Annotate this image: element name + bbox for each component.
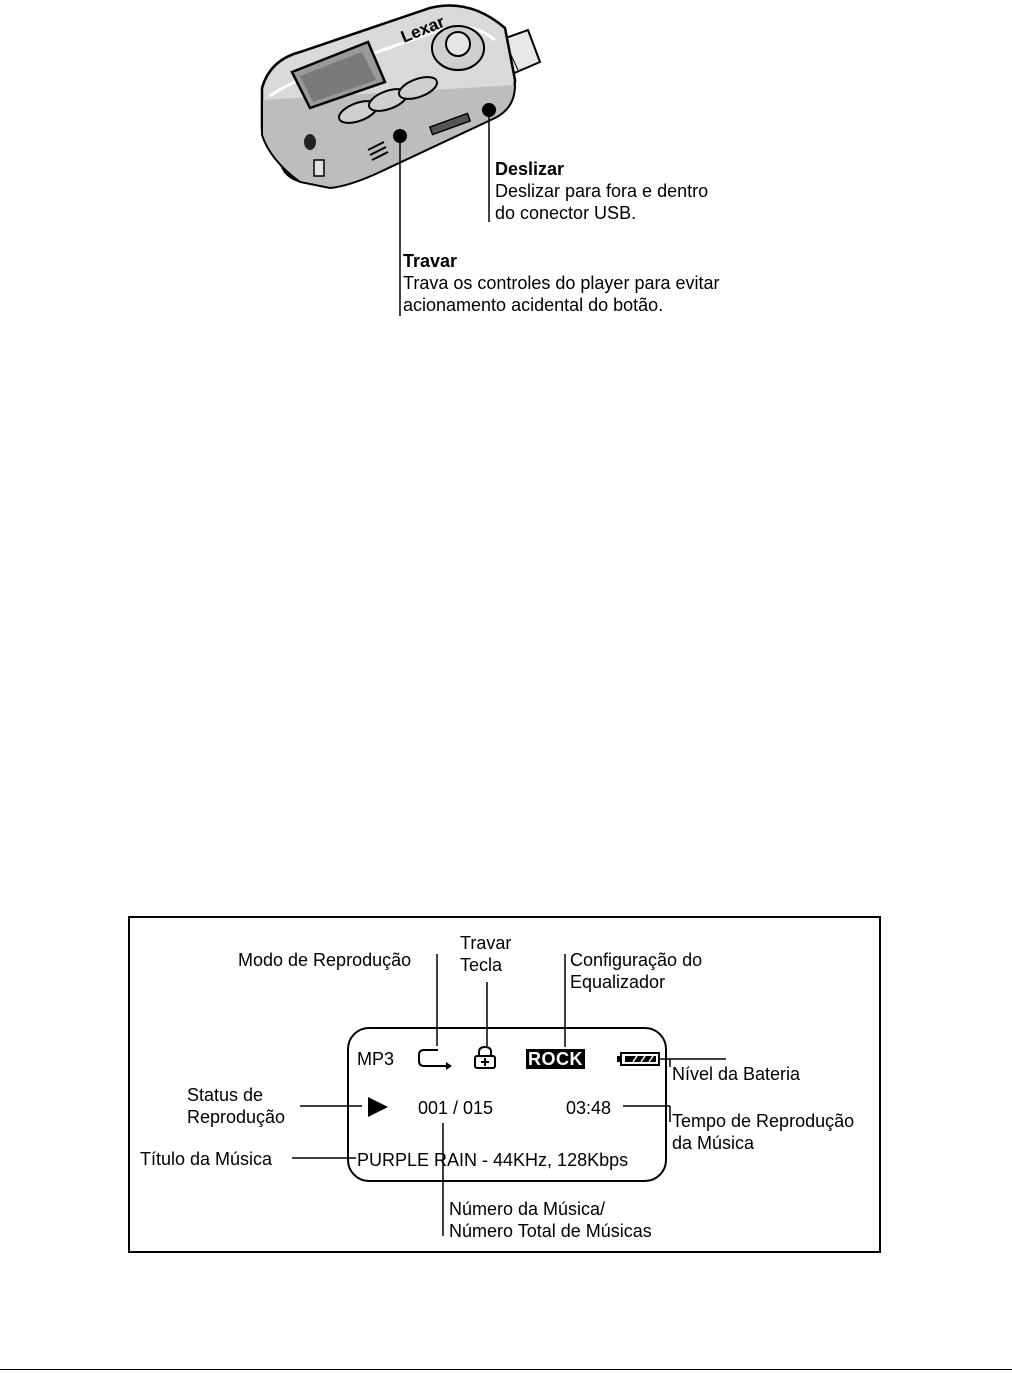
travar-title: Travar (403, 251, 458, 271)
deslizar-title: Deslizar (495, 159, 565, 179)
label-titulo-musica: Título da Música (140, 1149, 273, 1169)
label-config-line2: Equalizador (570, 972, 666, 992)
label-travar-line2: Tecla (460, 955, 503, 975)
mp3-player-illustration: Lexar (260, 4, 542, 190)
equalizer-badge: ROCK (526, 1049, 585, 1069)
label-config-line1: Configuração do (570, 950, 703, 970)
label-tempo-line1: Tempo de Reprodução (672, 1111, 855, 1131)
label-configuracao-equalizador: Configuração do Equalizador (570, 949, 702, 993)
song-info-line: PURPLE RAIN - 44KHz, 128Kbps (357, 1150, 629, 1170)
label-numero-line2: Número Total de Músicas (449, 1221, 652, 1241)
label-status-line2: Reprodução (187, 1107, 286, 1127)
lcd-diagram-frame (128, 916, 881, 1253)
label-status-reproducao: Status de Reprodução (187, 1084, 285, 1128)
joystick (431, 25, 485, 71)
player-screen (290, 40, 387, 110)
track-counter: 001 / 015 (418, 1098, 494, 1118)
format-label: MP3 (357, 1049, 395, 1069)
label-tempo-reproducao: Tempo de Reprodução da Música (672, 1110, 854, 1154)
label-nivel-bateria: Nível da Bateria (672, 1064, 801, 1084)
deslizar-callout: Deslizar Deslizar para fora e dentro do … (495, 158, 708, 224)
deslizar-desc-line2: do conector USB. (495, 203, 637, 223)
lcd-screen (347, 1027, 667, 1182)
label-numero-musica: Número da Música/ Número Total de Música… (449, 1198, 652, 1242)
play-time: 03:48 (566, 1098, 612, 1118)
play-icon (368, 1097, 388, 1117)
label-modo-reproducao: Modo de Reprodução (238, 950, 412, 970)
travar-desc-line2: acionamento acidental do botão. (403, 295, 664, 315)
top-leader-lines (399, 110, 490, 316)
side-switch (367, 112, 472, 161)
label-numero-line1: Número da Música/ (449, 1199, 606, 1219)
deslizar-desc-line1: Deslizar para fora e dentro (495, 181, 709, 201)
label-travar-line1: Travar (460, 933, 512, 953)
repeat-icon (418, 1049, 452, 1070)
equalizer-value: ROCK (526, 1049, 585, 1069)
travar-callout: Travar Trava os controles do player para… (403, 250, 720, 316)
player-buttons (337, 76, 439, 124)
label-status-line1: Status de (187, 1085, 264, 1105)
label-travar-tecla: Travar Tecla (460, 932, 511, 976)
travar-desc-line1: Trava os controles do player para evitar (403, 273, 720, 293)
page-bottom-rule (0, 1369, 1012, 1370)
battery-icon (617, 1052, 660, 1066)
lock-icon (474, 1045, 496, 1069)
label-tempo-line2: da Música (672, 1133, 755, 1153)
